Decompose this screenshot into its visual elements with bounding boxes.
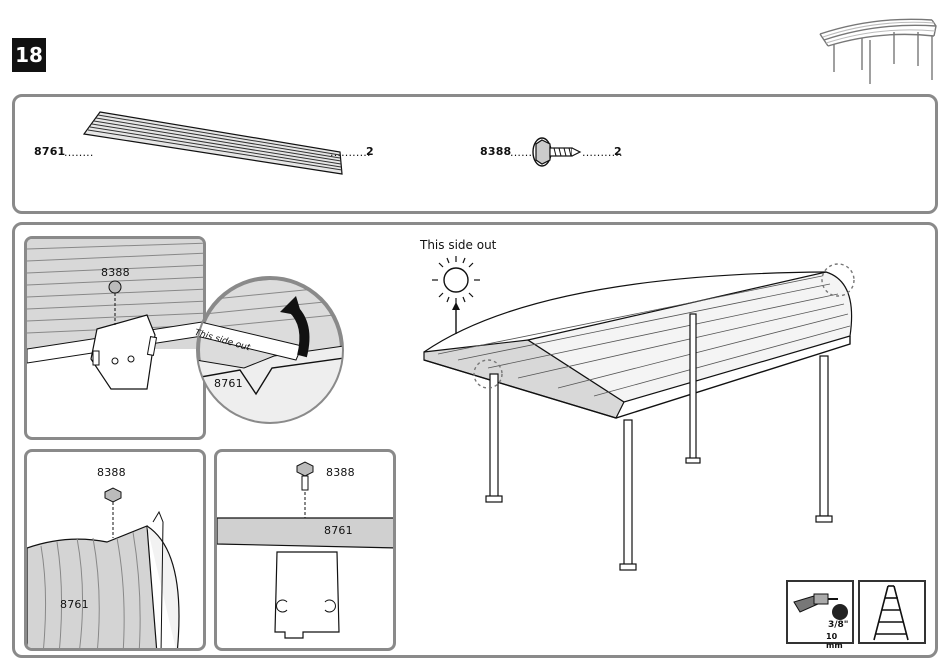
drill-size-mm: 10 mm [826,632,852,650]
part-code-8761: 8761 [34,145,65,158]
detail-screw-code: 8388 [101,266,130,279]
corrugated-panel-icon [80,104,360,194]
detail-panel-code: 8761 [214,377,243,390]
drill-size-inch: 3/8" [828,620,849,630]
carport-thumbnail [814,14,940,88]
detail-screw-panel-rib [24,449,206,651]
detail-screw-rafter [214,449,396,651]
detail-panel-code: 8761 [60,598,89,611]
hex-screw-icon [528,134,584,170]
carport-diagram [418,234,898,580]
part-code-8388: 8388 [480,145,511,158]
detail-panel-code: 8761 [324,524,353,537]
part-qty-8761: 2 [366,145,374,158]
sun-icon [432,256,480,334]
detail-screw-code: 8388 [326,466,355,479]
drill-tool-icon: 3/8" 10 mm [786,580,854,644]
detail-screw-code: 8388 [97,466,126,479]
part-qty-8388: 2 [614,145,622,158]
step-number: 18 [12,38,46,72]
sticker-magnifier [184,268,344,432]
part-qty-dots: ........... [330,146,371,159]
ladder-icon [858,580,926,644]
this-side-out-label: This side out [420,238,496,252]
